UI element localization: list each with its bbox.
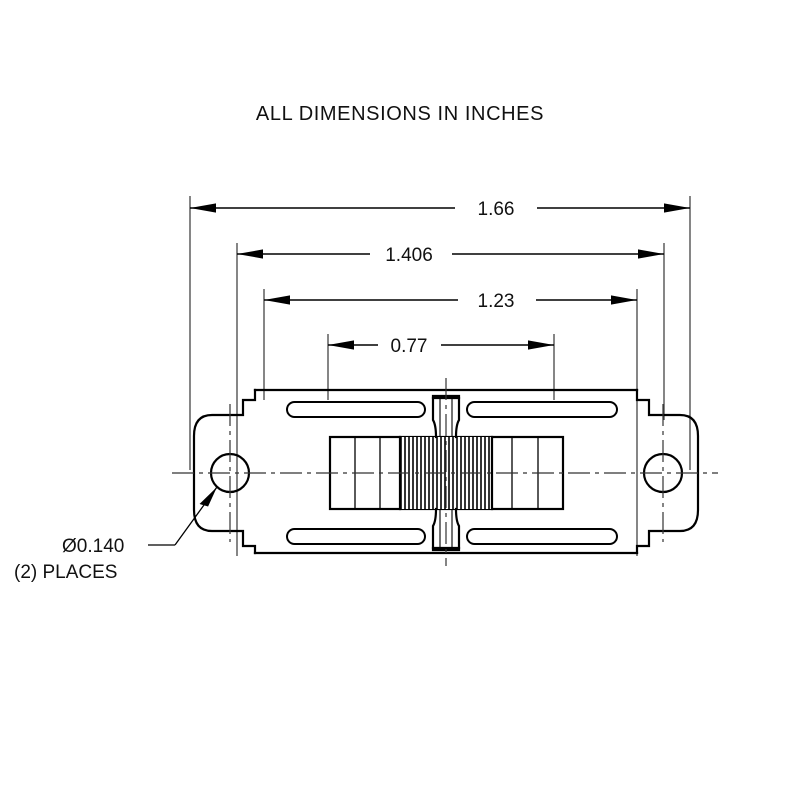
diameter-callout: Ø0.140 (2) PLACES bbox=[14, 486, 218, 583]
dimension-1-66: 1.66 bbox=[190, 199, 690, 220]
callout-diameter-label: Ø0.140 bbox=[62, 536, 124, 557]
slot-bottom-left bbox=[286, 528, 426, 545]
slot-bottom-right bbox=[466, 528, 618, 545]
centerlines bbox=[172, 378, 718, 566]
dimension-1-23: 1.23 bbox=[264, 291, 637, 312]
dimension-0-77: 0.77 bbox=[328, 336, 554, 357]
slot-top-right bbox=[466, 401, 618, 418]
left-mounting-tab-outline bbox=[192, 388, 257, 555]
extension-lines bbox=[189, 196, 691, 556]
dim-label-1-23: 1.23 bbox=[478, 291, 515, 312]
dim-label-1-66: 1.66 bbox=[478, 199, 515, 220]
page-title: ALL DIMENSIONS IN INCHES bbox=[256, 103, 544, 125]
slot-top-left bbox=[286, 401, 426, 418]
vent-slots bbox=[286, 401, 618, 545]
callout-leader-diagonal bbox=[174, 486, 218, 546]
dim-label-0-77: 0.77 bbox=[391, 336, 428, 357]
dim-label-1-406: 1.406 bbox=[385, 245, 433, 266]
dimension-1-406: 1.406 bbox=[237, 245, 664, 266]
right-mounting-tab-outline bbox=[635, 388, 700, 555]
callout-quantity-label: (2) PLACES bbox=[14, 562, 117, 583]
